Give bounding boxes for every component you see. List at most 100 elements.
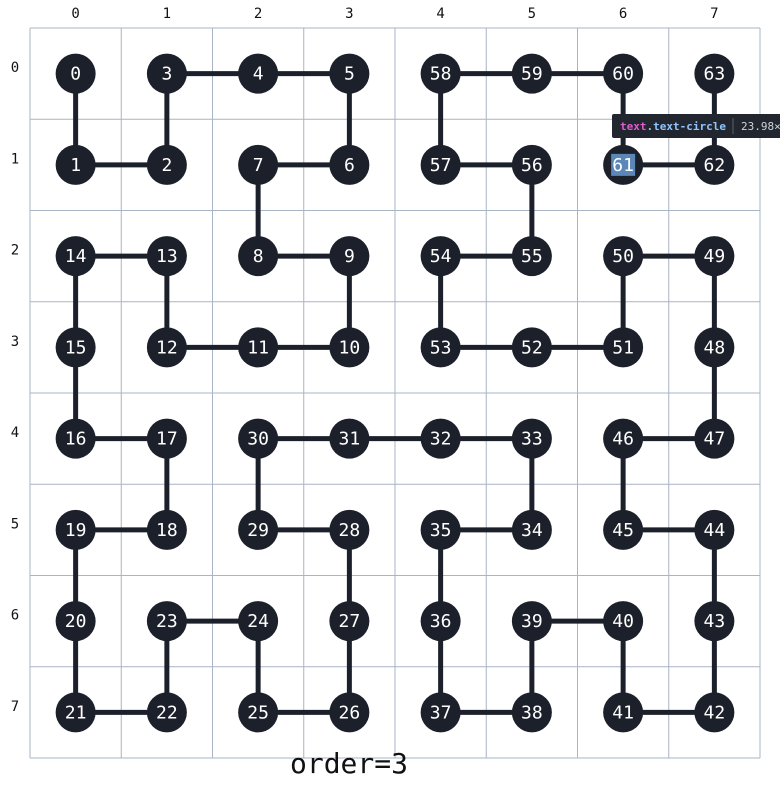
path-node: 6 — [329, 144, 370, 185]
node-label: 12 — [156, 337, 178, 358]
path-node: 55 — [511, 236, 552, 277]
text-selection-highlight — [611, 153, 636, 176]
node-circle — [146, 601, 187, 642]
path-node: 22 — [146, 692, 187, 733]
node-circle — [238, 418, 279, 459]
node-circle — [146, 144, 187, 185]
node-label: 46 — [612, 429, 634, 450]
row-label: 7 — [11, 699, 19, 715]
path-node: 14 — [55, 236, 96, 277]
path-node: 29 — [238, 509, 279, 550]
node-circle — [511, 144, 552, 185]
path-node: 35 — [420, 509, 461, 550]
grid — [29, 27, 761, 759]
node-label: 7 — [253, 155, 264, 176]
node-circle — [146, 327, 187, 368]
path-node: 11 — [238, 327, 279, 368]
node-circle — [146, 509, 187, 550]
tooltip-label: text.text-circle — [620, 120, 726, 133]
node-label: 20 — [65, 611, 87, 632]
row-label: 3 — [11, 334, 19, 350]
node-label: 3 — [161, 64, 172, 85]
path-node: 33 — [511, 418, 552, 459]
path-node: 51 — [603, 327, 644, 368]
node-label: 53 — [430, 337, 452, 358]
node-circle — [694, 144, 735, 185]
node-circle — [420, 692, 461, 733]
node-circle — [329, 53, 370, 94]
node-label: 23 — [156, 611, 178, 632]
node-circle — [603, 601, 644, 642]
node-circle — [420, 601, 461, 642]
path-node: 30 — [238, 418, 279, 459]
node-label: 8 — [253, 246, 264, 267]
node-label: 5 — [344, 64, 355, 85]
node-label: 44 — [704, 520, 726, 541]
path-node: 59 — [511, 53, 552, 94]
node-label: 24 — [247, 611, 269, 632]
node-circle — [603, 53, 644, 94]
path-node: 31 — [329, 418, 370, 459]
row-label: 1 — [11, 151, 19, 167]
node-label: 13 — [156, 246, 178, 267]
node-label: 35 — [430, 520, 452, 541]
path-node: 49 — [694, 236, 735, 277]
path-node: 10 — [329, 327, 370, 368]
path-node: 50 — [603, 236, 644, 277]
node-label: 9 — [344, 246, 355, 267]
node-circle — [420, 509, 461, 550]
node-circle — [603, 236, 644, 277]
node-label: 14 — [65, 246, 87, 267]
node-circle — [329, 418, 370, 459]
node-circle — [55, 601, 96, 642]
path-node: 25 — [238, 692, 279, 733]
node-circle — [55, 692, 96, 733]
path-node: 7 — [238, 144, 279, 185]
path-node: 20 — [55, 601, 96, 642]
node-label: 54 — [430, 246, 452, 267]
node-circle — [511, 601, 552, 642]
node-circle — [238, 327, 279, 368]
node-circle — [55, 327, 96, 368]
path-node: 46 — [603, 418, 644, 459]
node-label: 17 — [156, 429, 178, 450]
node-label: 6 — [344, 155, 355, 176]
node-circle — [603, 418, 644, 459]
node-circle — [511, 418, 552, 459]
node-label: 42 — [704, 702, 726, 723]
path-node: 24 — [238, 601, 279, 642]
node-label: 22 — [156, 702, 178, 723]
path-node: 9 — [329, 236, 370, 277]
inspector-tooltip: text.text-circle 23.98× — [612, 114, 780, 138]
node-label: 62 — [704, 155, 726, 176]
path-node: 4 — [238, 53, 279, 94]
path-node: 17 — [146, 418, 187, 459]
node-label: 25 — [247, 702, 269, 723]
node-label: 15 — [65, 337, 87, 358]
tooltip-tag: text — [620, 120, 647, 133]
path-node: 60 — [603, 53, 644, 94]
node-circle — [146, 236, 187, 277]
path-node: 48 — [694, 327, 735, 368]
path-node: 0 — [55, 53, 96, 94]
node-label: 60 — [612, 64, 634, 85]
node-circle — [55, 236, 96, 277]
node-label: 29 — [247, 520, 269, 541]
path-node: 15 — [55, 327, 96, 368]
row-label: 4 — [11, 425, 19, 441]
node-label: 52 — [521, 337, 543, 358]
path-node: 38 — [511, 692, 552, 733]
path-node: 12 — [146, 327, 187, 368]
node-circle — [511, 53, 552, 94]
node-circle — [238, 692, 279, 733]
path-node: 62 — [694, 144, 735, 185]
node-label: 57 — [430, 155, 452, 176]
node-circle — [329, 509, 370, 550]
node-label: 56 — [521, 155, 543, 176]
node-label: 36 — [430, 611, 452, 632]
node-circle — [420, 327, 461, 368]
column-label: 4 — [436, 6, 444, 22]
column-label: 6 — [619, 6, 627, 22]
path-node: 58 — [420, 53, 461, 94]
